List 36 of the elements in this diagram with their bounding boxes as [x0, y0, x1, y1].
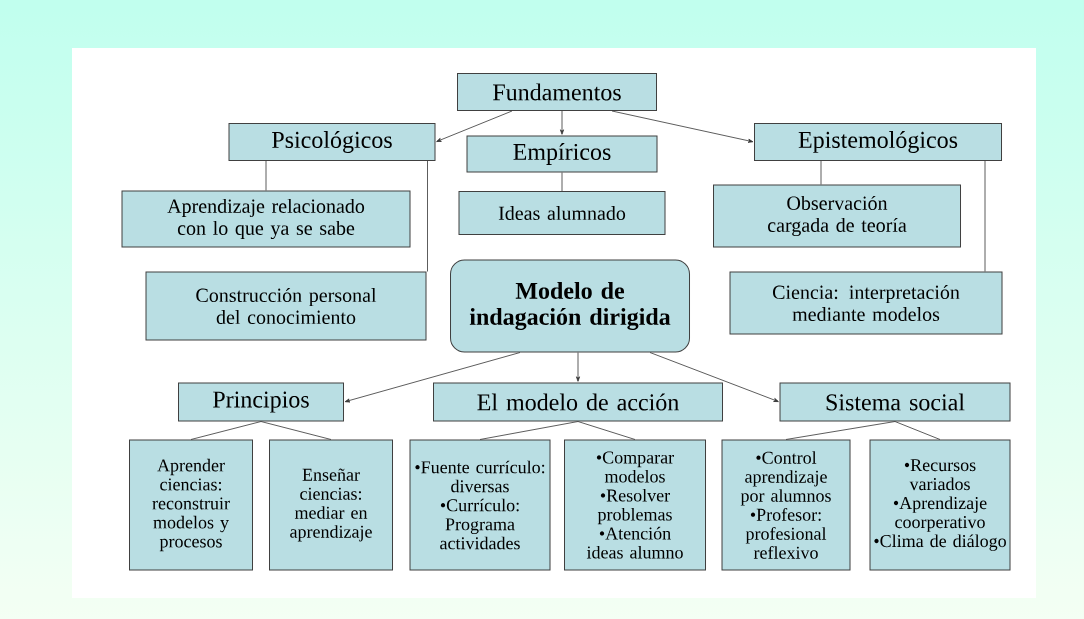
- arrow: [436, 110, 513, 142]
- connector-line: [479, 421, 579, 440]
- concept-box: Ciencia: interpretación mediante modelos: [729, 271, 1003, 335]
- concept-box: Empíricos: [466, 135, 658, 173]
- arrow: [611, 110, 754, 143]
- concept-box: Fundamentos: [457, 73, 657, 111]
- concept-box: Aprendizaje relacionado con lo que ya se sabe: [121, 190, 411, 248]
- connector-line: [785, 421, 896, 440]
- connector-line: [265, 160, 267, 191]
- concept-box: •Control aprendizaje por alumnos •Profesor: profesional reflexivo: [721, 439, 851, 571]
- connector-line: [894, 421, 941, 440]
- connector-line: [427, 160, 428, 272]
- arrow: [576, 352, 580, 382]
- connector-line: [190, 421, 262, 440]
- concept-box: •Fuente currículo: diversas •Currículo: Programa actividades: [409, 439, 551, 571]
- connector-line: [577, 421, 636, 440]
- arrow: [649, 352, 779, 402]
- concept-box: Principios: [178, 382, 344, 422]
- concept-box: •Comparar modelos •Resolver problemas •Atención ideas alumno: [564, 439, 706, 571]
- arrow: [344, 352, 521, 403]
- concept-box: El modelo de acción: [433, 382, 723, 422]
- concept-box: Epistemológicos: [754, 123, 1002, 161]
- concept-box: Enseñar ciencias: mediar en aprendizaje: [269, 439, 393, 571]
- concept-box: Psicológicos: [228, 123, 436, 161]
- concept-box: Construcción personal del conocimiento: [145, 271, 427, 341]
- concept-box: Aprender ciencias: reconstruir modelos y procesos: [129, 439, 253, 571]
- concept-box: Observación cargada de teoría: [713, 184, 961, 248]
- arrow: [560, 110, 564, 135]
- connector-line: [561, 172, 563, 192]
- concept-box: Sistema social: [779, 382, 1011, 422]
- concept-box: Ideas alumnado: [458, 191, 666, 235]
- connector-line: [260, 421, 332, 440]
- central-box: Modelo de indagación dirigida: [450, 259, 690, 353]
- connector-line: [820, 160, 822, 185]
- concept-box: •Recursos variados •Aprendizaje coorperativo •Clima de diálogo: [869, 439, 1011, 571]
- connector-line: [984, 160, 986, 272]
